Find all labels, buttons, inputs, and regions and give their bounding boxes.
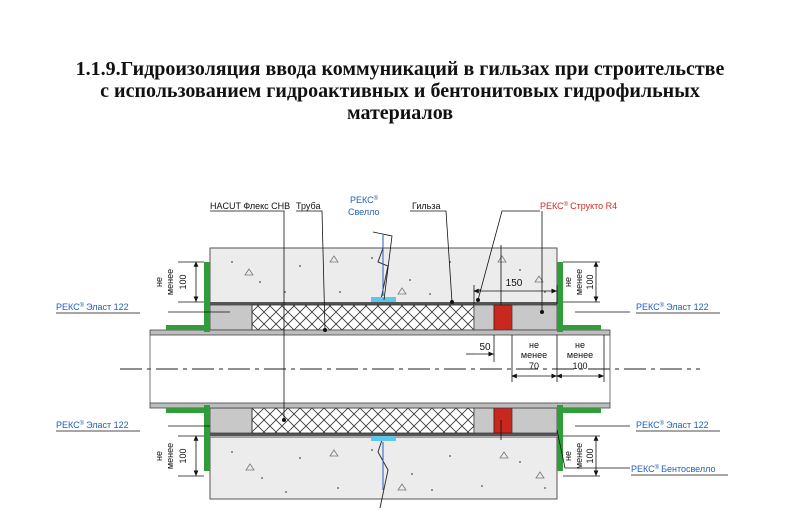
label-hacut: HACUT Флекс СНВ (210, 201, 290, 211)
dim-150-text: 150 (506, 278, 523, 289)
label-sveloo-brand: РЕКС® (350, 195, 379, 205)
dim-lt-menee: менее (165, 269, 175, 295)
label-elast-right-top: РЕКС®Эласт 122 (636, 302, 709, 312)
elast-tapes (166, 262, 601, 471)
title-line-3: материалов (346, 102, 453, 124)
label-elast-left-top: РЕКС®Эласт 122 (56, 302, 129, 312)
dim-rb-menee: менее (574, 443, 584, 469)
diagram-title: 1.1.9.Гидроизоляция ввода коммуникаций в… (40, 58, 760, 124)
label-truba: Труба (296, 201, 320, 211)
seal-right-top (511, 304, 558, 331)
dim-100r-menee: менее (567, 350, 593, 360)
dim-70-menee: менее (521, 350, 547, 360)
label-gilza: Гильза (412, 201, 440, 211)
dim-left-bottom (178, 435, 204, 477)
sleeve-wall-top (210, 302, 557, 305)
dim-lt-ne: не (154, 277, 164, 287)
dim-100r-ne: не (575, 340, 585, 350)
strukto-seal-bottom (493, 407, 513, 434)
dim-50-text: 50 (479, 342, 491, 353)
seal-mid-bottom (473, 407, 495, 434)
dim-70-ne: не (529, 340, 539, 350)
seal-left-bottom (209, 407, 253, 434)
dim-right-top (563, 261, 600, 303)
leader-dots (282, 298, 544, 422)
dim-lb-ne: не (154, 451, 164, 461)
leader-lines (168, 210, 630, 469)
dim-lb-menee: менее (165, 443, 175, 469)
dim-lt-value: 100 (178, 274, 188, 289)
label-bentosveloo: РЕКС®Бентосвелло (631, 464, 715, 474)
dim-rb-value: 100 (585, 448, 595, 463)
dim-70-value: 70 (529, 361, 539, 371)
title-line-1: 1.1.9.Гидроизоляция ввода коммуникаций в… (75, 58, 725, 80)
seal-mid-top (473, 304, 495, 331)
seal-left-top (209, 304, 253, 331)
seal-right-bottom (511, 407, 558, 434)
bentonite-strip-top (371, 297, 396, 302)
dim-right-bottom (563, 435, 600, 477)
dim-rt-menee: менее (574, 269, 584, 295)
label-elast-right-bottom: РЕКС®Эласт 122 (636, 420, 709, 430)
strukto-seal-top (493, 304, 513, 331)
dim-left-top (178, 261, 204, 303)
dim-rt-value: 100 (585, 274, 595, 289)
bentonite-strip-bottom (371, 436, 396, 441)
hacut-fill-top (251, 304, 475, 331)
concrete-dots-bottom (231, 449, 546, 493)
title-line-2: с использованием гидроактивных и бентони… (100, 80, 700, 102)
label-sveloo-name: Свелло (348, 207, 380, 217)
sleeve-wall-bottom (210, 433, 557, 436)
dim-lb-value: 100 (178, 448, 188, 463)
dim-rt-ne: не (563, 277, 573, 287)
dim-rb-ne: не (563, 451, 573, 461)
pipe-wall-top (149, 329, 611, 336)
label-strukto: РЕКС®Структо R4 (540, 201, 617, 211)
label-underlines (56, 312, 728, 476)
dim-100r-value: 100 (572, 361, 587, 371)
label-elast-left-bottom: РЕКС®Эласт 122 (56, 420, 129, 430)
pipe-wall-bottom (149, 402, 611, 409)
